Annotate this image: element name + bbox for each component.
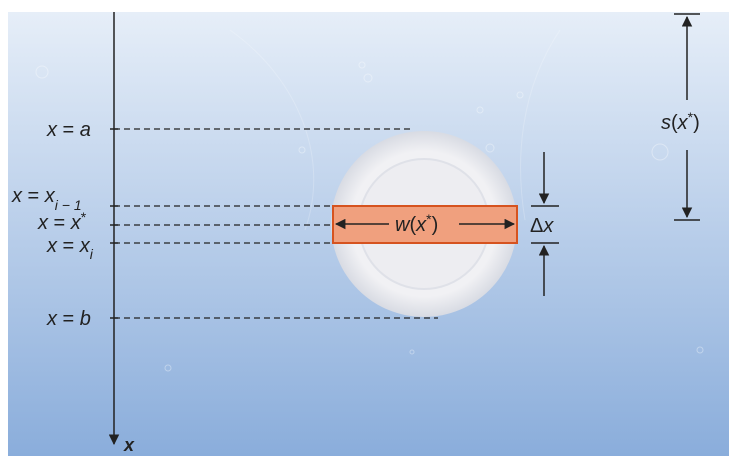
depth-label: s(x*) xyxy=(661,109,700,134)
label-x-eq-b: x = b xyxy=(46,308,91,330)
label-x-eq-xi-minus-1: x = xi − 1 xyxy=(11,185,82,213)
label-x-eq-xi: x = xi xyxy=(46,235,94,262)
delta-x-label: Δx xyxy=(530,215,554,237)
axis-ticks xyxy=(110,128,118,319)
depth-indicator xyxy=(674,13,700,221)
x-axis-label: x xyxy=(123,435,135,455)
label-x-eq-xstar: x = x* xyxy=(37,209,87,234)
delta-x-indicator xyxy=(531,152,559,296)
level-lines xyxy=(114,128,438,319)
width-label: w(x*) xyxy=(395,211,438,236)
label-x-eq-a: x = a xyxy=(46,119,91,141)
water-decoration xyxy=(35,29,704,372)
